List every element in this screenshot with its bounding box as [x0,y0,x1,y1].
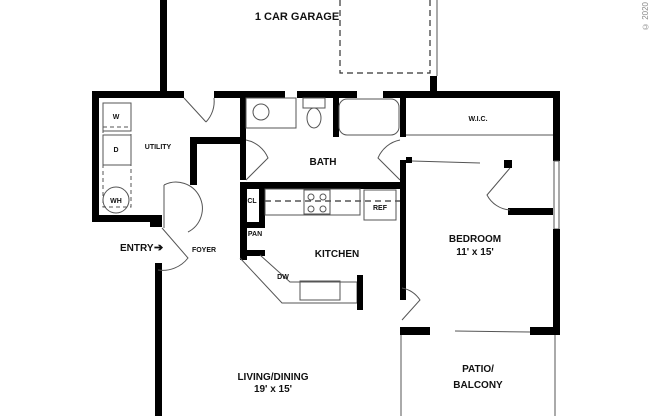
sink [252,103,270,121]
bedroom-bottom-wall [400,327,430,335]
wall-stub [400,135,406,137]
garage-right-wall [430,76,437,96]
refrigerator [363,189,397,221]
car-outline [339,0,431,74]
closet-label: CL [247,198,257,205]
stove [303,189,331,215]
wall-corner [150,215,162,227]
dryer-label: D [113,147,118,154]
washer [102,102,132,132]
utility-inner-wall [190,137,197,185]
entry-arrow-icon: ➔ [154,242,164,254]
patio-label-line2: BALCONY [453,380,503,391]
top-wall [92,91,184,98]
bath-door-swing-left [245,139,269,181]
wic-label: W.I.C. [468,116,487,123]
patio-label-line1: PATIO/ [462,364,494,375]
bedroom-door-swing [401,287,421,321]
wic-bottom-wall [508,208,553,215]
burner [307,205,315,213]
garage-door-swing [183,97,215,123]
bedroom-right-wall [553,91,560,161]
top-wall [383,91,560,98]
pantry-bottom-wall [240,250,265,256]
toilet-tank [302,97,326,109]
water-heater [102,186,130,214]
toilet [306,107,322,129]
utility-door-swing [163,181,203,233]
bathtub [338,98,400,136]
bath-bottom-wall [240,182,406,189]
entry-door-swing [157,227,189,271]
garage-label: 1 CAR GARAGE [255,11,339,23]
kitchen-label: KITCHEN [315,249,359,260]
bedroom-right-wall [553,229,560,335]
kitchen-counter [264,188,361,216]
patio-sliding-door [454,330,531,333]
living-left-wall [155,263,162,416]
entry-label: ENTRY [120,243,154,254]
bath-left-wall [240,97,246,180]
bedroom-label: BEDROOM [449,234,501,245]
bath-right-wall [400,97,406,135]
counter-end-wall [357,275,363,310]
washer-label: W [113,114,120,121]
vanity [245,97,297,129]
pantry-top-wall [240,222,265,228]
utility-inner-wall [190,137,240,144]
refrigerator-label: REF [373,205,388,212]
burner [319,205,327,213]
kitchen-peninsula-counter [239,254,358,304]
living-label: LIVING/DINING [237,372,308,383]
wall-stub [406,157,412,163]
garage-left-wall [160,0,167,97]
kitchen-sink [299,280,341,301]
burner [307,193,315,201]
utility-label: UTILITY [145,144,172,151]
utility-left-wall [92,91,99,222]
dishwasher-label: DW [277,274,289,281]
burner [319,193,327,201]
laundry-area [102,126,132,208]
bath-label: BATH [309,157,336,168]
bedroom-size: 11' x 15' [456,247,494,258]
pantry-label: PAN [248,231,262,238]
living-size: 19' x 15' [254,384,292,395]
bath-door-swing-right [377,139,401,181]
closet-wall [259,185,265,225]
bedroom-window [553,160,560,230]
top-wall [214,91,285,98]
top-wall [297,91,357,98]
foyer-label: FOYER [192,247,216,254]
water-heater-label: WH [110,198,122,205]
bedroom-left-wall [400,160,406,300]
bath-partition [333,97,339,137]
wic-door-swing [486,167,511,211]
wic-sliding-door [411,160,481,164]
bedroom-bottom-wall [530,327,560,335]
utility-bottom-wall [92,215,160,222]
dryer [102,134,132,166]
wall-stub [504,160,512,168]
